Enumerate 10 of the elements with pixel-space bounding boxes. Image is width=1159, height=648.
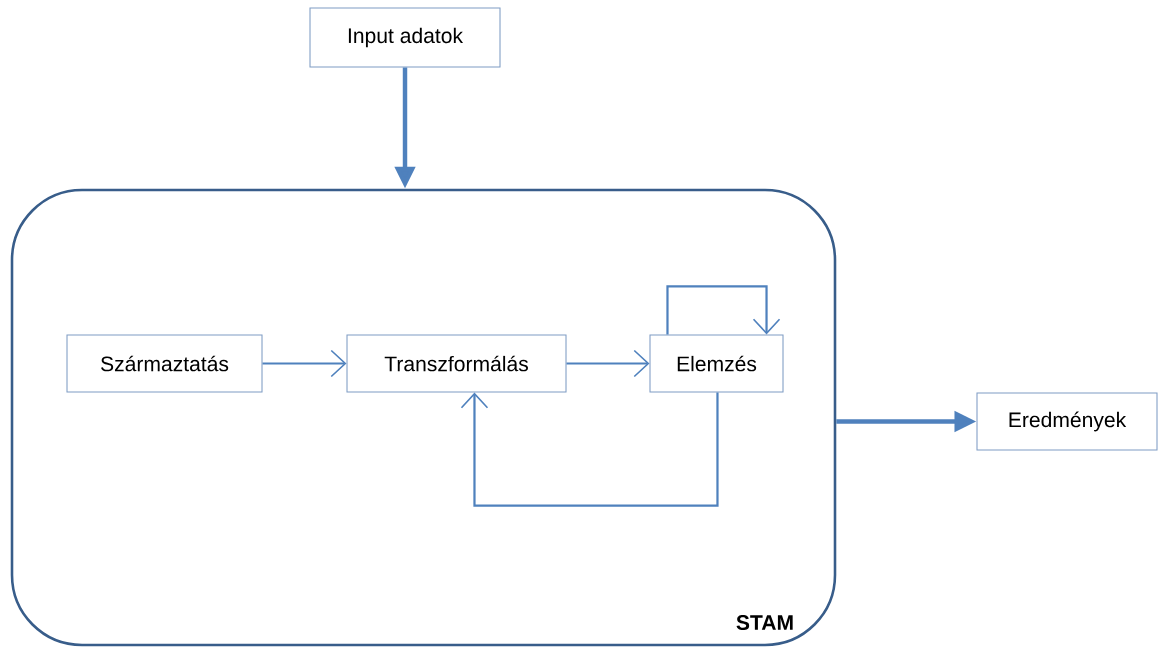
process-box: Transzformálás <box>346 334 567 393</box>
arrow <box>566 349 650 378</box>
arrow <box>666 285 781 335</box>
arrow <box>460 392 719 507</box>
process-box: Elemzés <box>649 334 784 393</box>
container-label: STAM <box>736 615 793 631</box>
process-box: Származtatás <box>66 334 263 393</box>
arrow <box>262 349 347 378</box>
process-box: Eredmények <box>976 392 1158 451</box>
process-box: Input adatok <box>309 7 501 68</box>
